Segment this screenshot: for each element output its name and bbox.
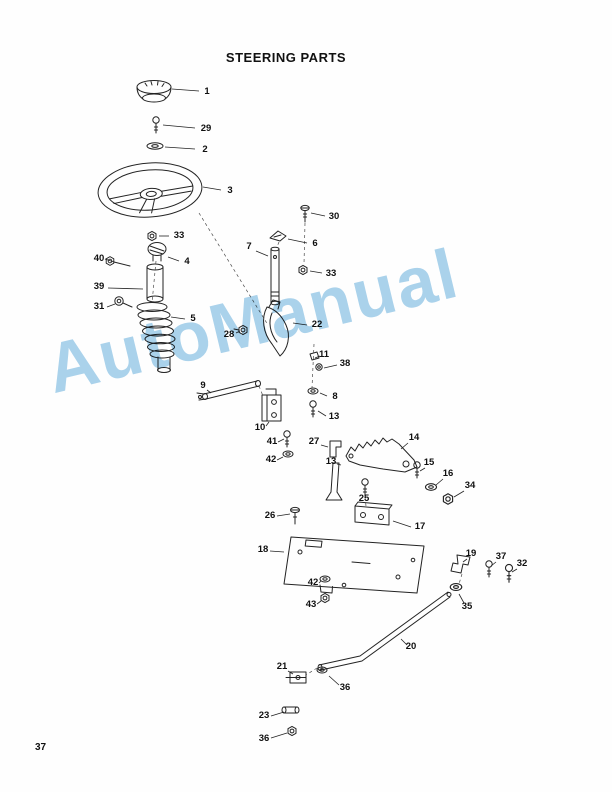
callout-label: 14 xyxy=(409,432,420,443)
part-clip-6 xyxy=(269,230,287,242)
callout-label: 32 xyxy=(517,558,528,569)
callout-label: 8 xyxy=(332,391,337,402)
part-bolt-29 xyxy=(152,116,160,134)
part-washer-16 xyxy=(424,483,438,491)
part-steering-wheel xyxy=(97,162,203,218)
part-nut-36b xyxy=(287,725,297,737)
part-clevis-21 xyxy=(285,671,307,684)
callout-label: 17 xyxy=(415,521,426,532)
callout-label: 3 xyxy=(227,185,232,196)
part-bolt-32 xyxy=(504,563,514,583)
callout-label: 20 xyxy=(406,641,417,652)
page-number: 37 xyxy=(35,742,47,753)
callout-label: 42 xyxy=(266,454,277,465)
part-nut-34 xyxy=(442,493,454,505)
part-rod-20 xyxy=(317,591,452,671)
callout-label: 2 xyxy=(202,144,207,155)
callout-label: 27 xyxy=(309,436,320,447)
callout-label: 13 xyxy=(326,456,337,467)
callout-label: 22 xyxy=(312,319,323,330)
part-rod-9 xyxy=(196,380,261,401)
part-nut-33-left xyxy=(147,230,157,242)
callout-label: 39 xyxy=(94,281,105,292)
part-washer-38 xyxy=(315,363,323,371)
part-washer-8 xyxy=(307,387,319,395)
callout-label: 18 xyxy=(258,544,269,555)
part-arm-14 xyxy=(345,437,418,473)
callout-label: 1 xyxy=(204,86,210,97)
callout-label: 43 xyxy=(306,599,317,610)
callout-label: 36 xyxy=(259,733,270,744)
part-bolt-37 xyxy=(485,560,493,578)
part-washer-2 xyxy=(146,142,164,150)
callout-label: 40 xyxy=(94,253,105,264)
callout-label: 5 xyxy=(190,313,196,324)
part-nut-28 xyxy=(233,324,248,336)
callout-label: 10 xyxy=(255,422,266,433)
part-knob-4 xyxy=(147,242,167,262)
callout-label: 4 xyxy=(184,256,190,267)
part-plate-18 xyxy=(283,536,425,594)
callout-label: 33 xyxy=(326,268,337,279)
callout-label: 25 xyxy=(359,493,370,504)
part-column-39 xyxy=(146,263,164,303)
callout-label: 9 xyxy=(200,380,205,391)
callout-label: 38 xyxy=(340,358,351,369)
callout-labels: 1 29 2 3 30 33 6 7 40 4 33 39 31 5 22 28… xyxy=(94,86,528,744)
part-bracket-19 xyxy=(450,554,471,574)
part-bracket-27 xyxy=(329,440,342,458)
part-washer-35 xyxy=(449,582,463,592)
callout-label: 16 xyxy=(443,468,454,479)
part-small-11 xyxy=(309,351,320,361)
callout-label: 19 xyxy=(466,548,477,559)
callout-label: 6 xyxy=(312,238,317,249)
part-bolt-40 xyxy=(105,256,131,267)
callout-label: 21 xyxy=(277,661,288,672)
callout-label: 36 xyxy=(340,682,351,693)
part-nut-33-right xyxy=(298,264,308,276)
callout-label: 11 xyxy=(319,349,330,360)
callout-label: 31 xyxy=(94,301,105,312)
callout-label: 42 xyxy=(308,577,319,588)
callout-label: 23 xyxy=(259,710,270,721)
callout-label: 35 xyxy=(462,601,473,612)
callout-label: 33 xyxy=(174,230,185,241)
callout-label: 37 xyxy=(496,551,507,562)
callout-label: 30 xyxy=(329,211,340,222)
callout-label: 28 xyxy=(224,329,235,340)
part-screw-26 xyxy=(290,506,300,525)
part-nut-43 xyxy=(320,592,330,604)
part-washer-42b xyxy=(319,575,331,583)
page-title: STEERING PARTS xyxy=(225,50,347,65)
part-horn-cap xyxy=(136,80,172,103)
part-eyebolt-31 xyxy=(114,296,133,308)
callout-label: 29 xyxy=(201,123,212,134)
callout-label: 26 xyxy=(265,510,276,521)
alignment-lines xyxy=(151,212,463,676)
callout-label: 34 xyxy=(465,480,476,491)
part-lever-13b xyxy=(325,462,343,501)
part-bellows-5 xyxy=(136,302,176,373)
part-bolt-13a xyxy=(309,400,317,418)
callout-leaders xyxy=(104,88,518,739)
part-bracket-22 xyxy=(263,299,289,357)
part-screw-30 xyxy=(300,204,310,223)
part-bracket-10 xyxy=(261,388,282,422)
part-washer-42a xyxy=(282,450,294,458)
callout-label: 7 xyxy=(246,241,251,252)
part-pin-23 xyxy=(281,706,300,714)
part-bracket-17 xyxy=(354,501,393,526)
part-bolt-41 xyxy=(283,430,291,448)
callout-label: 13 xyxy=(329,411,340,422)
part-bolt-15 xyxy=(413,461,421,479)
callout-label: 41 xyxy=(267,436,278,447)
callout-label: 15 xyxy=(424,457,435,468)
part-shaft-7 xyxy=(270,246,280,306)
